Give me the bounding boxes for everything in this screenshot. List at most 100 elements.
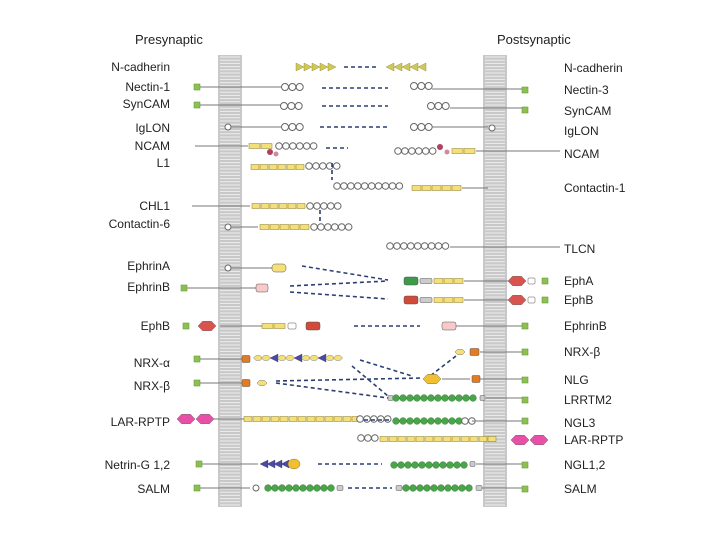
lns-domain [277, 355, 287, 361]
fn3-domain [261, 416, 271, 422]
ig-domain [427, 102, 435, 110]
fn3-domain [279, 224, 290, 230]
lrr-domain [432, 461, 440, 469]
presynaptic-label: Contactin-6 [108, 217, 170, 231]
lrr-domain [409, 484, 417, 492]
fn3-domain [306, 416, 316, 422]
fn3-domain [453, 278, 464, 284]
interaction-link [289, 280, 389, 287]
polysialic-acid [267, 149, 273, 155]
lrr-domain [285, 484, 293, 492]
green-marker [195, 460, 203, 468]
postsynaptic-label: TLCN [564, 242, 596, 256]
lns-domain [309, 355, 319, 361]
lns-domain [256, 380, 268, 386]
lrr-domain [434, 417, 442, 425]
fn3-domain [441, 185, 452, 191]
green-marker [193, 484, 201, 492]
fn3-domain [478, 436, 488, 442]
kinase-domain [507, 295, 527, 305]
ig-domain [364, 434, 372, 442]
ig-domain [371, 434, 379, 442]
ig-domain [441, 242, 450, 250]
fn3-domain [260, 203, 270, 209]
ig-domain [320, 202, 328, 210]
polysialic-acid [444, 149, 450, 155]
fn3-domain [397, 436, 407, 442]
ig-domain [313, 202, 321, 210]
green-marker [521, 86, 529, 94]
presynaptic-label: Nectin-1 [125, 80, 170, 94]
ig-domain [295, 123, 304, 131]
lrr-domain [327, 484, 335, 492]
lrr-domain [441, 394, 449, 402]
fn3-domain [273, 323, 286, 329]
kinase-domain [197, 321, 217, 331]
fn3-domain [299, 224, 310, 230]
green-marker [193, 379, 201, 387]
ig-domain [252, 484, 260, 492]
ephrin-domain [441, 321, 457, 331]
ig-domain [461, 417, 469, 425]
lrr-domain [465, 484, 473, 492]
ig-domain [280, 102, 288, 110]
phosphatase-domain [529, 435, 549, 445]
green-marker [521, 396, 529, 404]
postsynaptic-label: Nectin-3 [564, 83, 609, 97]
fn3-domain [443, 278, 454, 284]
green-marker [182, 322, 190, 330]
lrr-domain [418, 461, 426, 469]
ig-domain [309, 142, 318, 150]
presynaptic-label: LAR-RPTP [110, 415, 170, 429]
fn3-domain [433, 297, 444, 303]
presynaptic-label: SynCAM [122, 97, 170, 111]
ig-domain [275, 142, 283, 150]
green-marker [521, 348, 529, 356]
lrr-domain [416, 484, 424, 492]
green-marker [521, 485, 529, 493]
lrr-domain [399, 394, 407, 402]
ig-domain [295, 142, 304, 150]
postsynaptic-label: NGL1,2 [564, 458, 606, 472]
fn3-domain [259, 164, 269, 170]
lns-domain [253, 355, 263, 361]
fn3-domain [277, 164, 287, 170]
ig-domain [363, 415, 371, 423]
lrr-domain [437, 484, 445, 492]
sam-domain [527, 277, 536, 285]
green-marker [521, 417, 529, 425]
fn3-domain [278, 203, 288, 209]
presynaptic-label: L1 [156, 156, 170, 170]
presynaptic-label: SALM [137, 482, 170, 496]
postsynaptic-label: IgLON [564, 124, 599, 138]
interaction-link [359, 359, 413, 377]
presynaptic-label: EphrinB [127, 280, 170, 294]
lrr-domain [413, 417, 421, 425]
kinase-domain [507, 276, 527, 286]
ig-domain [424, 82, 433, 90]
polysialic-acid [273, 151, 279, 157]
eph-ligand-binding-domain [403, 295, 419, 305]
lrr-domain [306, 484, 314, 492]
fn3-domain [250, 164, 260, 170]
postsynaptic-label: Contactin-1 [564, 181, 626, 195]
green-marker [193, 83, 201, 91]
fn3-domain [433, 278, 444, 284]
fn3-domain [460, 436, 470, 442]
lns-domain [285, 355, 295, 361]
polysialic-acid [437, 144, 443, 150]
ig-domain [381, 182, 390, 190]
lrr-cap [387, 395, 394, 401]
lrr-domain [397, 461, 405, 469]
lrr-domain [444, 484, 452, 492]
ig-domain [395, 182, 404, 190]
interaction-link [289, 291, 389, 300]
ig-domain [427, 242, 436, 250]
lrr-domain [423, 484, 431, 492]
ig-domain [312, 162, 320, 170]
fn3-domain [342, 416, 352, 422]
lns-domain [261, 355, 271, 361]
ig-domain [386, 242, 394, 250]
ig-domain [282, 142, 290, 150]
ig-domain [376, 415, 385, 423]
